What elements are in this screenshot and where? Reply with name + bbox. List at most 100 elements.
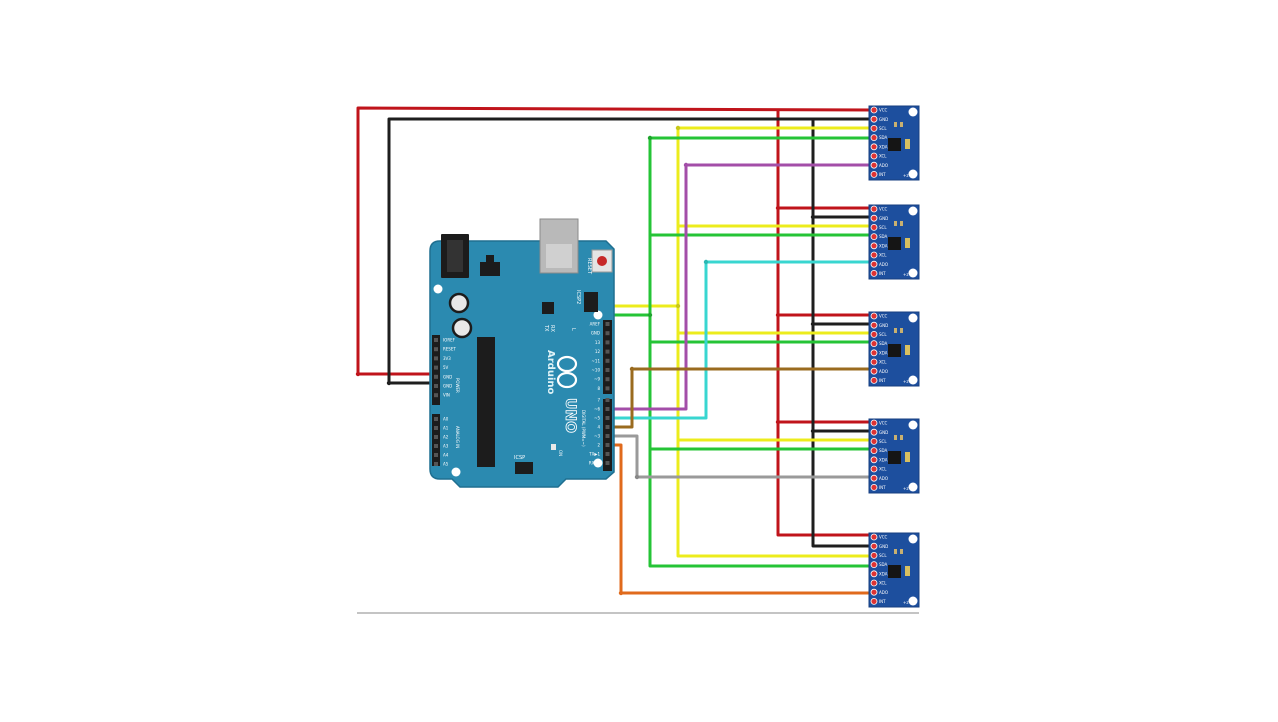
icsp2-header — [584, 292, 598, 312]
header-pin — [434, 384, 438, 388]
module-pin — [870, 447, 878, 455]
module-pin — [870, 251, 878, 259]
module-pin — [870, 161, 878, 169]
usb-port-inner — [546, 244, 572, 268]
header-pin — [605, 416, 610, 420]
icsp2-label: ICSP2 — [575, 290, 581, 304]
module-component — [900, 435, 903, 440]
module-pin — [870, 330, 878, 338]
junction-dot — [775, 419, 781, 425]
header-pin — [605, 368, 610, 372]
header-pin — [605, 398, 610, 402]
power-pin-label: GND — [443, 384, 452, 389]
module-pin-label: GND — [879, 544, 888, 549]
power-pin-label: RESET — [443, 347, 456, 352]
junction-dot — [810, 428, 816, 434]
header-pin — [605, 358, 610, 363]
on-led — [551, 444, 556, 450]
module-pin-label: XCL — [879, 467, 887, 472]
usb-chip — [542, 302, 554, 314]
module-pin — [870, 474, 878, 482]
wire-junctions — [355, 125, 816, 596]
module-pin-label: VCC — [879, 207, 888, 212]
header-pin — [605, 349, 610, 354]
module-pin-label: SCL — [879, 126, 887, 131]
digital-pin-label: TX▶1 — [588, 452, 600, 457]
module-pin-label: XDA — [879, 144, 888, 149]
module-pin — [870, 233, 878, 241]
module-pin — [870, 579, 878, 587]
module-mounting-hole — [908, 107, 918, 117]
module-pin-label: SDA — [879, 341, 888, 346]
icsp-label: ICSP — [514, 455, 525, 461]
header-pin — [605, 377, 610, 382]
module-pin — [870, 269, 878, 277]
module-pin-label: SCL — [879, 332, 887, 337]
infinity-logo-right — [556, 371, 578, 389]
module-pin-label: INT — [879, 599, 886, 604]
digital-pin-label: 12 — [595, 349, 601, 354]
reset-label: RESET — [586, 258, 592, 275]
on-label: ON — [558, 450, 563, 456]
power-header — [432, 335, 440, 405]
junction-dot — [634, 474, 640, 480]
module-pin — [870, 312, 878, 320]
mounting-hole — [451, 467, 461, 477]
ado-wire-3 — [606, 367, 874, 429]
module-pin — [870, 124, 878, 132]
module-component — [894, 549, 897, 554]
module-pin — [870, 437, 878, 445]
header-pin — [605, 443, 610, 447]
module-pin — [870, 223, 878, 231]
model-label: UNO — [562, 398, 578, 433]
module-component — [905, 139, 910, 149]
module-pin-label: VCC — [879, 108, 888, 113]
board-pcb — [429, 240, 615, 488]
module-pin — [870, 260, 878, 268]
sensor-chip — [888, 237, 901, 250]
module-pin — [870, 465, 878, 473]
module-pin — [870, 552, 878, 559]
ado-wire-4 — [606, 434, 874, 479]
header-pin — [434, 444, 438, 448]
module-pin-label: XDA — [879, 350, 888, 355]
power-pin-label: GND — [443, 374, 452, 379]
junction-dot — [775, 312, 781, 318]
module-pin — [870, 456, 878, 464]
axis-mark: +z — [903, 379, 908, 384]
scl-wire-main — [606, 126, 874, 308]
sda-wire-main — [606, 136, 874, 317]
digital-pin-label: 2 — [597, 443, 600, 448]
junction-dot — [810, 321, 816, 327]
digital-header-top — [603, 320, 612, 394]
arduino-uno-board: RESET ICSP2 TX RX L Arduino UNO ICSP ON … — [429, 218, 615, 488]
analog-label: ANALOG IN — [455, 426, 460, 448]
atmega-chip — [477, 337, 495, 467]
module-pin-label: XCL — [879, 154, 887, 159]
analog-pin-label: A3 — [443, 444, 449, 449]
module-pin — [870, 428, 878, 436]
junction-dot — [355, 371, 361, 377]
header-pin — [434, 365, 438, 370]
axis-mark: +z — [903, 600, 908, 605]
module-pin-label: VCC — [879, 421, 888, 426]
digital-pin-label: ~3 — [594, 434, 600, 439]
module-pin — [870, 598, 878, 605]
sensor-chip — [888, 138, 901, 151]
digital-pin-label: GND — [591, 331, 600, 336]
infinity-logo-left — [556, 355, 578, 373]
module-pin — [870, 376, 878, 384]
module-mounting-hole — [908, 169, 918, 179]
header-pin — [434, 338, 438, 342]
module-pin-label: SCL — [879, 225, 887, 230]
module-pin-label: INT — [879, 172, 886, 177]
rx-label: RX — [549, 325, 555, 332]
sensor-chip — [888, 451, 901, 464]
tx-label: TX — [543, 324, 549, 332]
junction-dot — [675, 303, 681, 309]
